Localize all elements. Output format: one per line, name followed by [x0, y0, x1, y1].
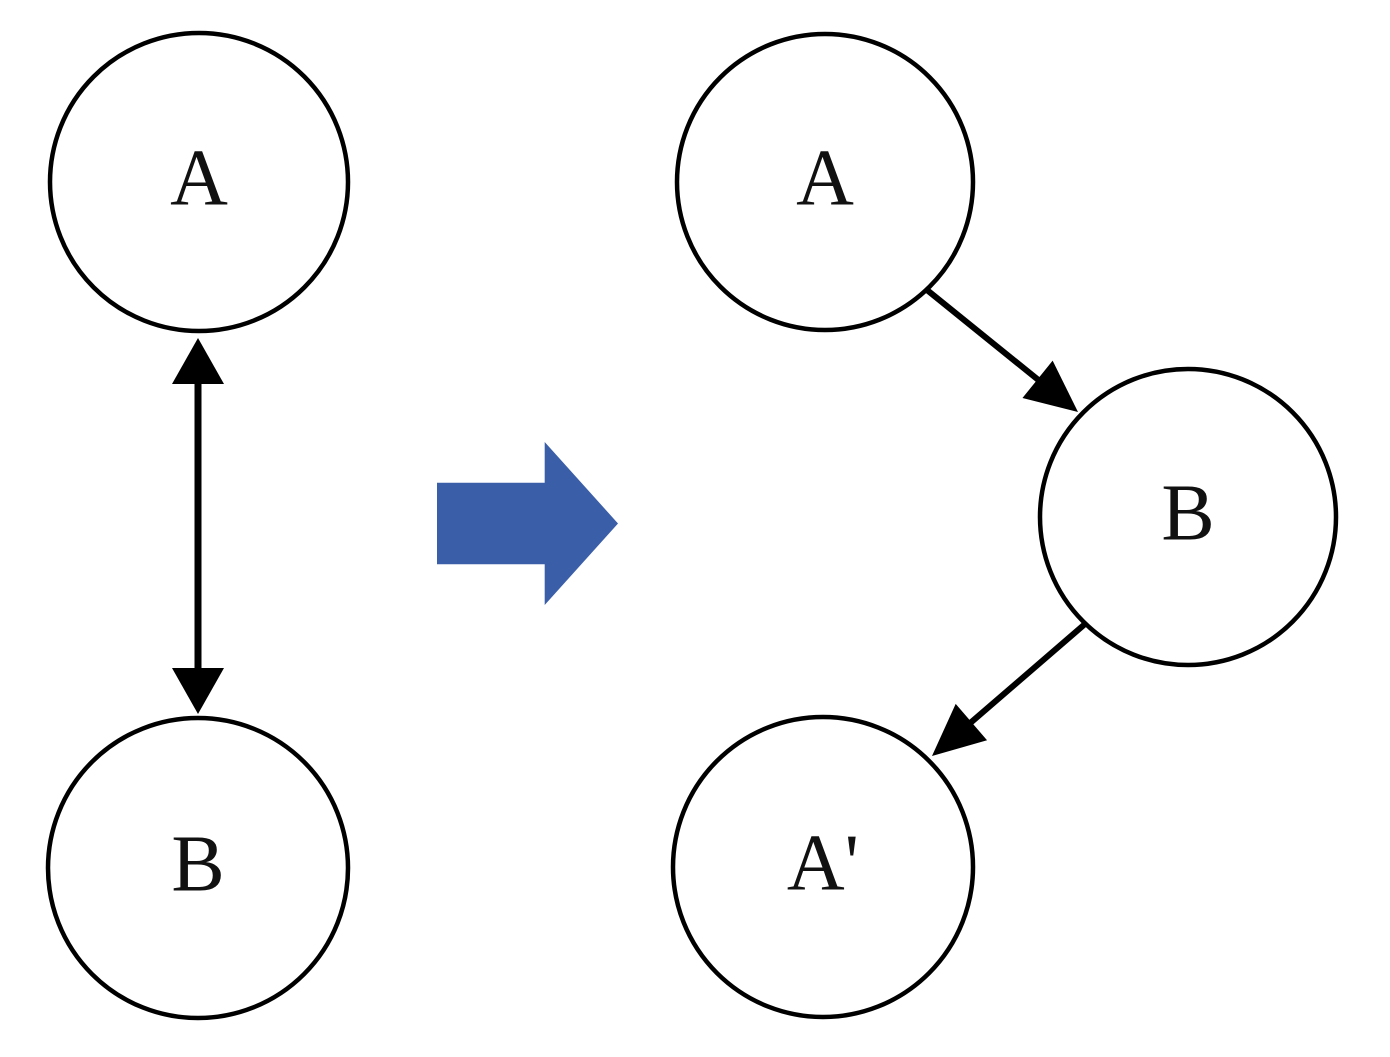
- edge-shaft[interactable]: [958, 621, 1087, 734]
- right-arrow-icon: [437, 442, 618, 605]
- transformation-arrow: [437, 442, 618, 605]
- arrowhead-icon: [1022, 360, 1078, 412]
- node-right-b[interactable]: B: [1037, 366, 1339, 668]
- node-label-b: B: [1161, 469, 1214, 557]
- arrowhead-icon: [932, 703, 988, 756]
- arrowhead-up-icon: [172, 338, 224, 384]
- node-right-a[interactable]: A: [674, 31, 976, 333]
- node-label-a: A: [170, 134, 228, 222]
- edge-directed-b-to-a-prime[interactable]: [932, 621, 1087, 756]
- left-graph: A B: [45, 30, 351, 1021]
- node-circle-a[interactable]: [47, 30, 351, 334]
- node-circle-b[interactable]: [45, 715, 351, 1021]
- edge-bidirectional-a-b[interactable]: [172, 338, 224, 714]
- edge-shaft[interactable]: [925, 287, 1051, 391]
- node-circle-a-prime[interactable]: [670, 714, 976, 1020]
- node-circle-b[interactable]: [1037, 366, 1339, 668]
- node-label-b: B: [171, 820, 224, 908]
- node-right-a-prime[interactable]: A': [670, 714, 976, 1020]
- arrowhead-down-icon: [172, 668, 224, 714]
- node-left-b[interactable]: B: [45, 715, 351, 1021]
- node-label-a-prime: A': [787, 819, 859, 907]
- right-graph: A B A': [670, 31, 1339, 1020]
- node-left-a[interactable]: A: [47, 30, 351, 334]
- node-circle-a[interactable]: [674, 31, 976, 333]
- node-label-a: A: [796, 134, 854, 222]
- edge-directed-a-to-b[interactable]: [925, 287, 1078, 412]
